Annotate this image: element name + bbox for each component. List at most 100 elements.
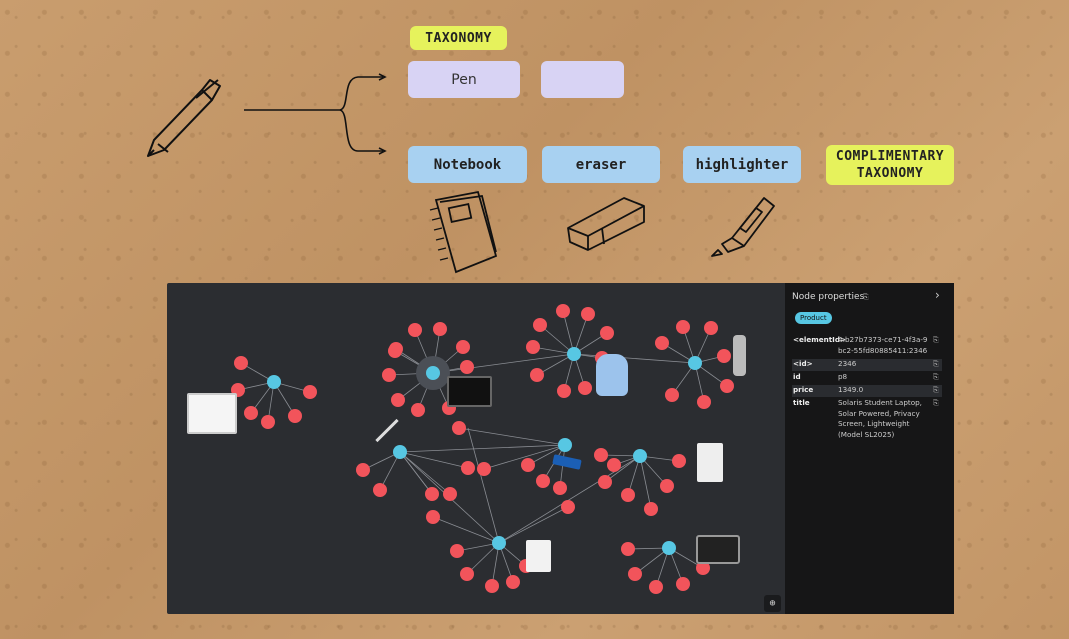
graph-edge xyxy=(432,516,500,544)
category-node[interactable] xyxy=(456,340,470,354)
category-node[interactable] xyxy=(382,368,396,382)
notebook-icon xyxy=(429,190,498,274)
prop-value: Solaris Student Laptop, Solar Powered, P… xyxy=(838,398,922,439)
category-node[interactable] xyxy=(704,321,718,335)
highlighter-category-card: highlighter xyxy=(683,146,801,183)
category-node[interactable] xyxy=(303,385,317,399)
product-node[interactable] xyxy=(267,375,281,389)
eraser-icon xyxy=(567,197,645,251)
copy-icon[interactable]: ⎘ xyxy=(933,373,939,381)
product-label-badge[interactable]: Product xyxy=(795,312,832,324)
category-node[interactable] xyxy=(720,379,734,393)
zoom-icon[interactable]: ⊕ xyxy=(764,595,781,612)
product-node[interactable] xyxy=(633,449,647,463)
category-node[interactable] xyxy=(460,360,474,374)
graph-edge xyxy=(559,444,566,489)
category-node[interactable] xyxy=(717,349,731,363)
category-node[interactable] xyxy=(530,368,544,382)
prop-row-elementid: <elementId> 4:b27b7373-ce71-4f3a-9bc2-55… xyxy=(792,335,942,357)
graph-edge xyxy=(562,310,575,355)
whiteboard-icon xyxy=(187,393,237,434)
graph-svg[interactable] xyxy=(167,283,785,614)
category-node[interactable] xyxy=(594,448,608,462)
prop-value: 2346 xyxy=(838,359,857,368)
category-node[interactable] xyxy=(506,575,520,589)
category-node[interactable] xyxy=(607,458,621,472)
category-node[interactable] xyxy=(644,502,658,516)
copy-icon[interactable]: ⎘ xyxy=(933,386,939,394)
product-node[interactable] xyxy=(662,541,676,555)
category-node[interactable] xyxy=(391,393,405,407)
graph-edge xyxy=(379,451,401,491)
category-node[interactable] xyxy=(356,463,370,477)
graph-edge xyxy=(432,353,575,374)
chevron-right-icon[interactable]: › xyxy=(935,288,940,302)
category-node[interactable] xyxy=(672,454,686,468)
product-node[interactable] xyxy=(688,356,702,370)
category-node[interactable] xyxy=(461,461,475,475)
product-node[interactable] xyxy=(492,536,506,550)
category-node[interactable] xyxy=(655,336,669,350)
category-node[interactable] xyxy=(426,510,440,524)
category-node[interactable] xyxy=(561,500,575,514)
category-node[interactable] xyxy=(556,304,570,318)
category-node[interactable] xyxy=(234,356,248,370)
graph-edge xyxy=(527,444,566,466)
graph-edge xyxy=(539,324,575,355)
branch-connector xyxy=(244,73,387,155)
pen-category-card: Pen xyxy=(408,61,520,98)
category-node[interactable] xyxy=(628,567,642,581)
copy-icon[interactable]: ⎘ xyxy=(933,399,939,407)
category-node[interactable] xyxy=(696,561,710,575)
category-node[interactable] xyxy=(533,318,547,332)
category-node[interactable] xyxy=(477,462,491,476)
notebook-category-card: Notebook xyxy=(408,146,527,183)
category-node[interactable] xyxy=(621,488,635,502)
graph-edge xyxy=(399,451,469,469)
category-node[interactable] xyxy=(676,320,690,334)
category-node[interactable] xyxy=(450,544,464,558)
category-node[interactable] xyxy=(373,483,387,497)
category-node[interactable] xyxy=(452,421,466,435)
prop-value: 1349.0 xyxy=(838,385,864,394)
product-node[interactable] xyxy=(567,347,581,361)
product-node[interactable] xyxy=(426,366,440,380)
product-node[interactable] xyxy=(393,445,407,459)
category-node[interactable] xyxy=(288,409,302,423)
category-node[interactable] xyxy=(443,487,457,501)
category-node[interactable] xyxy=(660,479,674,493)
copy-icon[interactable]: ⎘ xyxy=(933,336,939,344)
category-node[interactable] xyxy=(649,580,663,594)
category-node[interactable] xyxy=(485,579,499,593)
category-node[interactable] xyxy=(578,381,592,395)
category-node[interactable] xyxy=(553,481,567,495)
category-node[interactable] xyxy=(665,388,679,402)
category-node[interactable] xyxy=(600,326,614,340)
category-node[interactable] xyxy=(526,340,540,354)
category-node[interactable] xyxy=(536,474,550,488)
category-node[interactable] xyxy=(388,344,402,358)
category-node[interactable] xyxy=(433,322,447,336)
category-node[interactable] xyxy=(408,323,422,337)
category-node[interactable] xyxy=(598,475,612,489)
category-node[interactable] xyxy=(581,307,595,321)
graph-edge xyxy=(399,451,451,495)
category-node[interactable] xyxy=(460,567,474,581)
category-node[interactable] xyxy=(697,395,711,409)
prop-key: price xyxy=(793,385,814,394)
taxonomy-tag: TAXONOMY xyxy=(410,26,507,50)
category-node[interactable] xyxy=(676,577,690,591)
category-node[interactable] xyxy=(244,406,258,420)
product-node[interactable] xyxy=(558,438,572,452)
copy-icon[interactable]: ⎘ xyxy=(933,360,939,368)
category-node[interactable] xyxy=(621,542,635,556)
category-node[interactable] xyxy=(425,487,439,501)
water-bottle-icon xyxy=(733,335,746,376)
category-node[interactable] xyxy=(557,384,571,398)
graph-edge xyxy=(483,444,566,470)
category-node[interactable] xyxy=(411,403,425,417)
graph-edge xyxy=(399,444,566,453)
category-node[interactable] xyxy=(521,458,535,472)
category-node[interactable] xyxy=(261,415,275,429)
copy-icon[interactable]: ⎘ xyxy=(863,293,869,301)
